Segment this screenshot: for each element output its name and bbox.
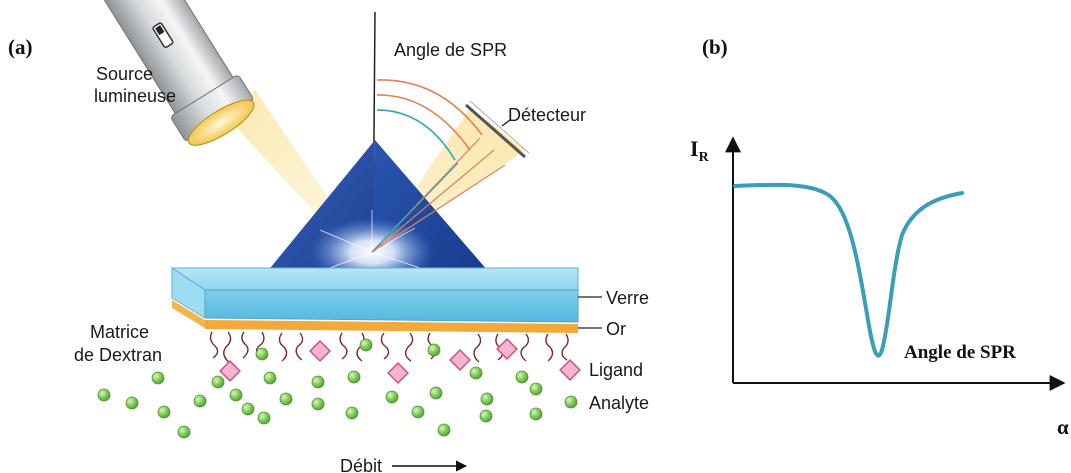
analytes — [97, 338, 578, 439]
label-analyte: Analyte — [589, 393, 649, 413]
panel-b: (b) IR α Angle de SPR — [690, 35, 1069, 439]
label-spr-angle: Angle de SPR — [394, 40, 507, 60]
label-flow: Débit — [340, 456, 382, 473]
label-matrix-line1: Matrice — [90, 322, 149, 342]
reflectance-curve — [733, 182, 964, 358]
label-source-line1: Source — [96, 64, 153, 84]
panel-b-tag: (b) — [702, 35, 728, 59]
panel-a-tag: (a) — [8, 35, 33, 59]
y-axis-label: IR — [690, 136, 710, 165]
label-gold: Or — [606, 319, 626, 339]
label-glass: Verre — [606, 288, 649, 308]
ligand-legend-marker — [559, 359, 581, 381]
label-matrix-line2: de Dextran — [74, 345, 162, 365]
label-detector: Détecteur — [508, 105, 586, 125]
panel-a: (a) — [8, 0, 649, 473]
leader-lines — [501, 119, 602, 329]
light-source — [103, 0, 255, 146]
dextran-matrix — [209, 331, 569, 364]
x-axis-label: α — [1057, 415, 1069, 439]
glass-slide — [170, 267, 579, 323]
ligand-marker — [387, 362, 409, 384]
ligand-marker — [449, 349, 471, 371]
ligand-marker — [309, 340, 331, 362]
ligands — [219, 338, 581, 384]
spr-angle-arcs — [371, 79, 506, 253]
detector — [465, 100, 530, 159]
gold-layer — [172, 300, 578, 333]
label-ligand: Ligand — [589, 360, 643, 380]
analyte-legend-marker — [564, 395, 578, 409]
ligand-marker — [219, 360, 241, 382]
label-source-line2: lumineuse — [94, 86, 176, 106]
dip-label: Angle de SPR — [904, 342, 1016, 363]
ligand-marker — [496, 338, 518, 360]
